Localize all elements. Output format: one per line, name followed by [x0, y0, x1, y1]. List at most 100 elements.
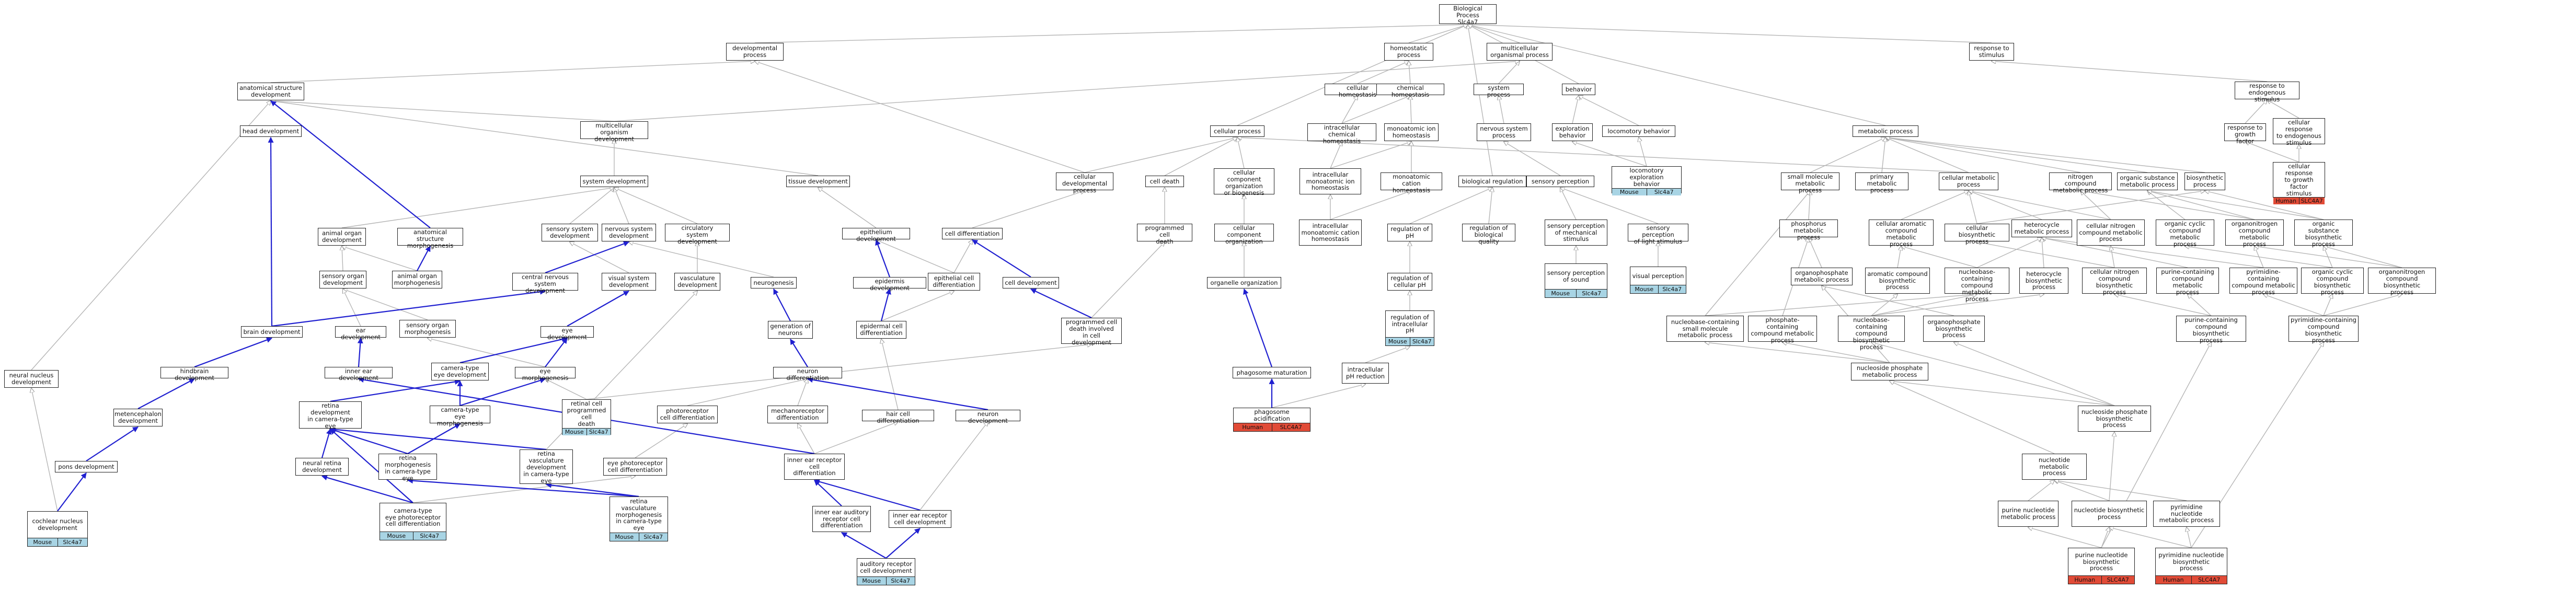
go-term-epider-dev[interactable]: epidermis development [853, 277, 926, 291]
go-term-sens-light[interactable]: sensory perception of light stimulus [1628, 224, 1688, 245]
go-term-resp-gf[interactable]: response to growth factor [2224, 123, 2266, 144]
go-term-intra-mono[interactable]: intracellular monoatomic ion homeostasis [1300, 168, 1361, 194]
go-term-bio-reg[interactable]: biological regulation [1458, 176, 1526, 187]
go-term-cell-homeo[interactable]: cellular homeostasis [1325, 84, 1390, 98]
go-term-cell-biosyn[interactable]: cellular biosynthetic process [1945, 224, 2009, 245]
go-term-nuc-met[interactable]: nucleobase-containing compound metabolic… [1945, 268, 2009, 302]
go-term-ie-receptor-diff[interactable]: inner ear receptor cell differentiation [784, 454, 845, 480]
go-term-cell-diff[interactable]: cell differentiation [942, 228, 1003, 239]
go-term-cell-nitro[interactable]: cellular nitrogen compound metabolic pro… [2077, 220, 2145, 246]
go-term-reg-ph[interactable]: regulation of pH [1387, 224, 1432, 241]
go-term-sys-dev[interactable]: system development [580, 176, 648, 187]
go-term-pyrim-nuc-met[interactable]: pyrimidine nucleotide metabolic process [2153, 501, 2220, 527]
go-term-ie-aud-diff[interactable]: inner ear auditory receptor cell differe… [812, 506, 871, 532]
go-term-cell-resp-gf[interactable]: cellular response to growth factor stimu… [2273, 162, 2325, 205]
go-term-cell-death[interactable]: cell death [1145, 176, 1184, 187]
go-term-retina-vasc-dev[interactable]: retina vasculature development in camera… [520, 449, 573, 484]
go-term-org-cyc-met[interactable]: organic cyclic compound metabolic proces… [2156, 220, 2214, 247]
go-term-cell-resp-endo[interactable]: cellular response to endogenous stimulus [2273, 118, 2325, 146]
go-term-pyrim-met[interactable]: pyrimidine-containing compound metabolic… [2229, 268, 2297, 295]
go-term-cell-met[interactable]: cellular metabolic process [1939, 172, 1998, 190]
go-term-ear-dev[interactable]: ear development [335, 326, 386, 340]
go-term-reg-cell-ph[interactable]: regulation of cellular pH [1387, 273, 1432, 291]
go-term-hetero-met[interactable]: heterocycle metabolic process [2011, 220, 2072, 237]
go-term-hindbrain-dev[interactable]: hindbrain development [160, 367, 228, 381]
go-term-organophos-met[interactable]: organophosphate metabolic process [1791, 268, 1853, 285]
go-term-epi-cell-diff[interactable]: epithelial cell differentiation [928, 273, 980, 291]
go-term-animal-organ-morph[interactable]: animal organ morphogenesis [392, 271, 442, 288]
go-term-cell-dev-proc[interactable]: cellular developmental process [1056, 172, 1113, 193]
go-term-vasc-dev[interactable]: vasculature development [674, 273, 720, 291]
go-term-sens-perc[interactable]: sensory perception [1526, 176, 1594, 187]
go-term-resp-stim[interactable]: response to stimulus [1969, 43, 2014, 61]
go-term-intra-mono-cat[interactable]: intracellular monoatomic cation homeosta… [1299, 220, 1362, 246]
go-term-pyrim-nuc-bio[interactable]: pyrimidine nucleotide biosynthetic proce… [2155, 548, 2227, 584]
go-term-multiorg[interactable]: multicellular organismal process [1487, 43, 1552, 61]
go-term-nitro-met[interactable]: nitrogen compound metabolic process [2049, 172, 2112, 193]
go-term-anat-morph[interactable]: anatomical structure morphogenesis [397, 228, 463, 249]
go-term-sens-sys-dev[interactable]: sensory system development [542, 224, 598, 241]
go-term-small-mol[interactable]: small molecule metabolic process [1781, 172, 1839, 193]
go-term-neurogen[interactable]: neurogenesis [751, 277, 797, 288]
go-term-ct-photo-diff[interactable]: camera-type eye photoreceptor cell diffe… [380, 503, 446, 540]
go-term-nucleo-phos[interactable]: nucleoside phosphate metabolic process [1851, 363, 1928, 380]
go-term-explor[interactable]: exploration behavior [1552, 123, 1593, 141]
go-term-arom-bio[interactable]: aromatic compound biosynthetic process [1865, 268, 1930, 294]
go-term-eye-dev[interactable]: eye development [540, 326, 594, 340]
go-term-org-sub[interactable]: organic substance metabolic process [2117, 172, 2178, 190]
go-term-org-sub-bio[interactable]: organic substance biosynthetic process [2294, 220, 2353, 247]
go-term-organophos-bio[interactable]: organophosphate biosynthetic process [1923, 316, 1985, 342]
go-term-pons-dev[interactable]: pons development [55, 461, 118, 472]
go-term-ie-receptor-dev[interactable]: inner ear receptor cell development [889, 510, 951, 528]
go-term-phosphate-met[interactable]: phosphate-containing compound metabolic … [1748, 316, 1817, 343]
go-term-phos-met[interactable]: phosphorus metabolic process [1779, 220, 1838, 240]
go-term-cell-proc[interactable]: cellular process [1210, 125, 1264, 137]
go-term-bp[interactable]: Biological Process Slc4a7 [1439, 4, 1497, 25]
go-term-intra-ph-red[interactable]: intracellular pH reduction [1342, 363, 1389, 384]
go-term-neural-retina-dev[interactable]: neural retina development [295, 458, 349, 476]
go-term-vis-sys-dev[interactable]: visual system development [602, 273, 656, 291]
go-term-organelle-org[interactable]: organelle organization [1207, 277, 1281, 288]
go-term-neural-nuc-dev[interactable]: neural nucleus development [4, 370, 59, 388]
go-term-organonitro-bio[interactable]: organonitrogen compound biosynthetic pro… [2368, 268, 2436, 295]
go-term-pyrim-bio[interactable]: pyrimidine-containing compound biosynthe… [2288, 316, 2359, 343]
go-term-nucleotide-met[interactable]: nucleotide metabolic process [2022, 454, 2087, 480]
go-term-intra-chem[interactable]: intracellular chemical homeostasis [1307, 123, 1376, 144]
go-term-gen-neurons[interactable]: generation of neurons [768, 321, 813, 339]
go-term-eye-morph[interactable]: eye morphogenesis [515, 367, 576, 381]
go-term-resp-endo[interactable]: response to endogenous stimulus [2235, 82, 2299, 102]
go-term-purine-nuc-met[interactable]: purine nucleotide metabolic process [1998, 501, 2058, 527]
go-term-tissue-dev[interactable]: tissue development [786, 176, 850, 187]
go-term-hair-cell-diff[interactable]: hair cell differentiation [862, 410, 934, 424]
go-term-neuron-dev[interactable]: neuron development [956, 410, 1020, 424]
go-term-epider-cell-diff[interactable]: epidermal cell differentiation [856, 321, 906, 339]
go-term-sens-organ-morph[interactable]: sensory organ morphogenesis [399, 320, 456, 338]
go-term-photoreceptor-diff[interactable]: photoreceptor cell differentiation [657, 406, 718, 423]
go-term-metencephalon[interactable]: metencephalon development [113, 409, 163, 426]
go-term-pcd-cell-dev[interactable]: programmed cell death involved in cell d… [1061, 318, 1122, 345]
go-term-retina-morph[interactable]: retina morphogenesis in camera-type eye [378, 454, 437, 481]
go-term-nuc-bio[interactable]: nucleobase-containing compound biosynthe… [1838, 316, 1905, 350]
go-term-cell-arom[interactable]: cellular aromatic compound metabolic pro… [1869, 220, 1934, 247]
go-term-mono-ion[interactable]: monoatomic ion homeostasis [1384, 123, 1439, 141]
go-term-nucleoside-phos-bio[interactable]: nucleoside phosphate biosynthetic proces… [2078, 406, 2151, 432]
go-term-anat-dev[interactable]: anatomical structure development [237, 83, 304, 100]
go-term-ccob[interactable]: cellular component organization or bioge… [1214, 168, 1274, 196]
go-term-cell-dev[interactable]: cell development [1003, 277, 1059, 288]
go-term-brain-dev[interactable]: brain development [241, 326, 303, 338]
go-term-ct-eye-dev[interactable]: camera-type eye development [431, 363, 489, 380]
go-term-sens-mech[interactable]: sensory perception of mechanical stimulu… [1545, 220, 1607, 246]
go-term-mechanoreceptor-diff[interactable]: mechanoreceptor differentiation [767, 406, 828, 423]
go-term-multi-dev[interactable]: multicellular organism development [580, 121, 648, 142]
go-term-nerv-sys-proc[interactable]: nervous system process [1477, 123, 1531, 141]
go-term-nucleotide-bio[interactable]: nucleotide biosynthetic process [2072, 501, 2147, 527]
